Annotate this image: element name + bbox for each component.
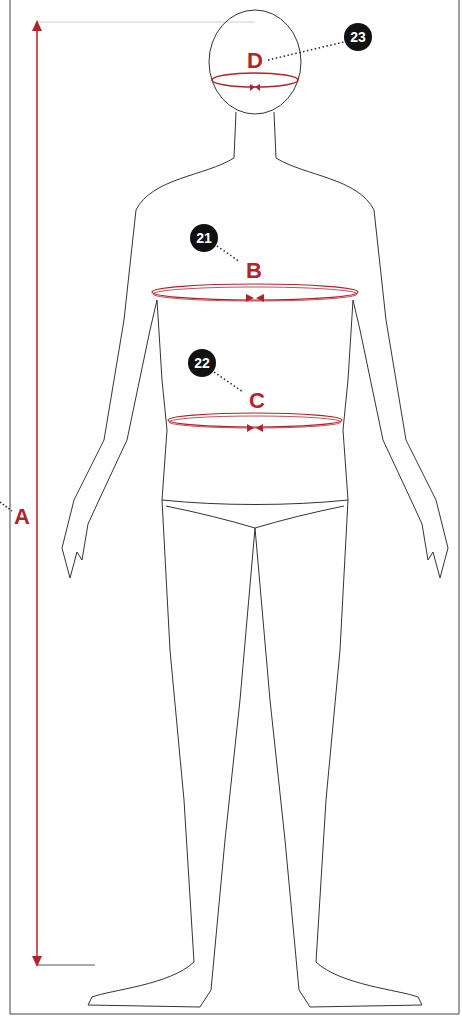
frame-line	[10, 0, 11, 1014]
dimension-extension	[37, 965, 95, 966]
frame-line	[10, 1014, 459, 1015]
measurement-letter: A	[14, 506, 30, 528]
callout-number: 23	[344, 23, 372, 51]
callout-number: 22	[188, 349, 216, 377]
leader-line	[214, 42, 344, 392]
measurement-letter: C	[249, 390, 265, 412]
arrowhead	[32, 956, 42, 967]
tape-marker	[246, 84, 264, 432]
measurement-ring	[152, 73, 358, 428]
head-outline	[209, 10, 301, 114]
callout-number: 21	[190, 224, 218, 252]
dimension-line	[36, 24, 38, 963]
body-outline	[62, 112, 448, 1007]
measurement-letter: B	[246, 260, 262, 282]
leader-line	[0, 502, 12, 511]
measurement-letter: D	[247, 50, 263, 72]
arrowhead	[32, 20, 42, 31]
dimension-extension	[37, 22, 255, 23]
frame-line	[459, 0, 460, 1014]
